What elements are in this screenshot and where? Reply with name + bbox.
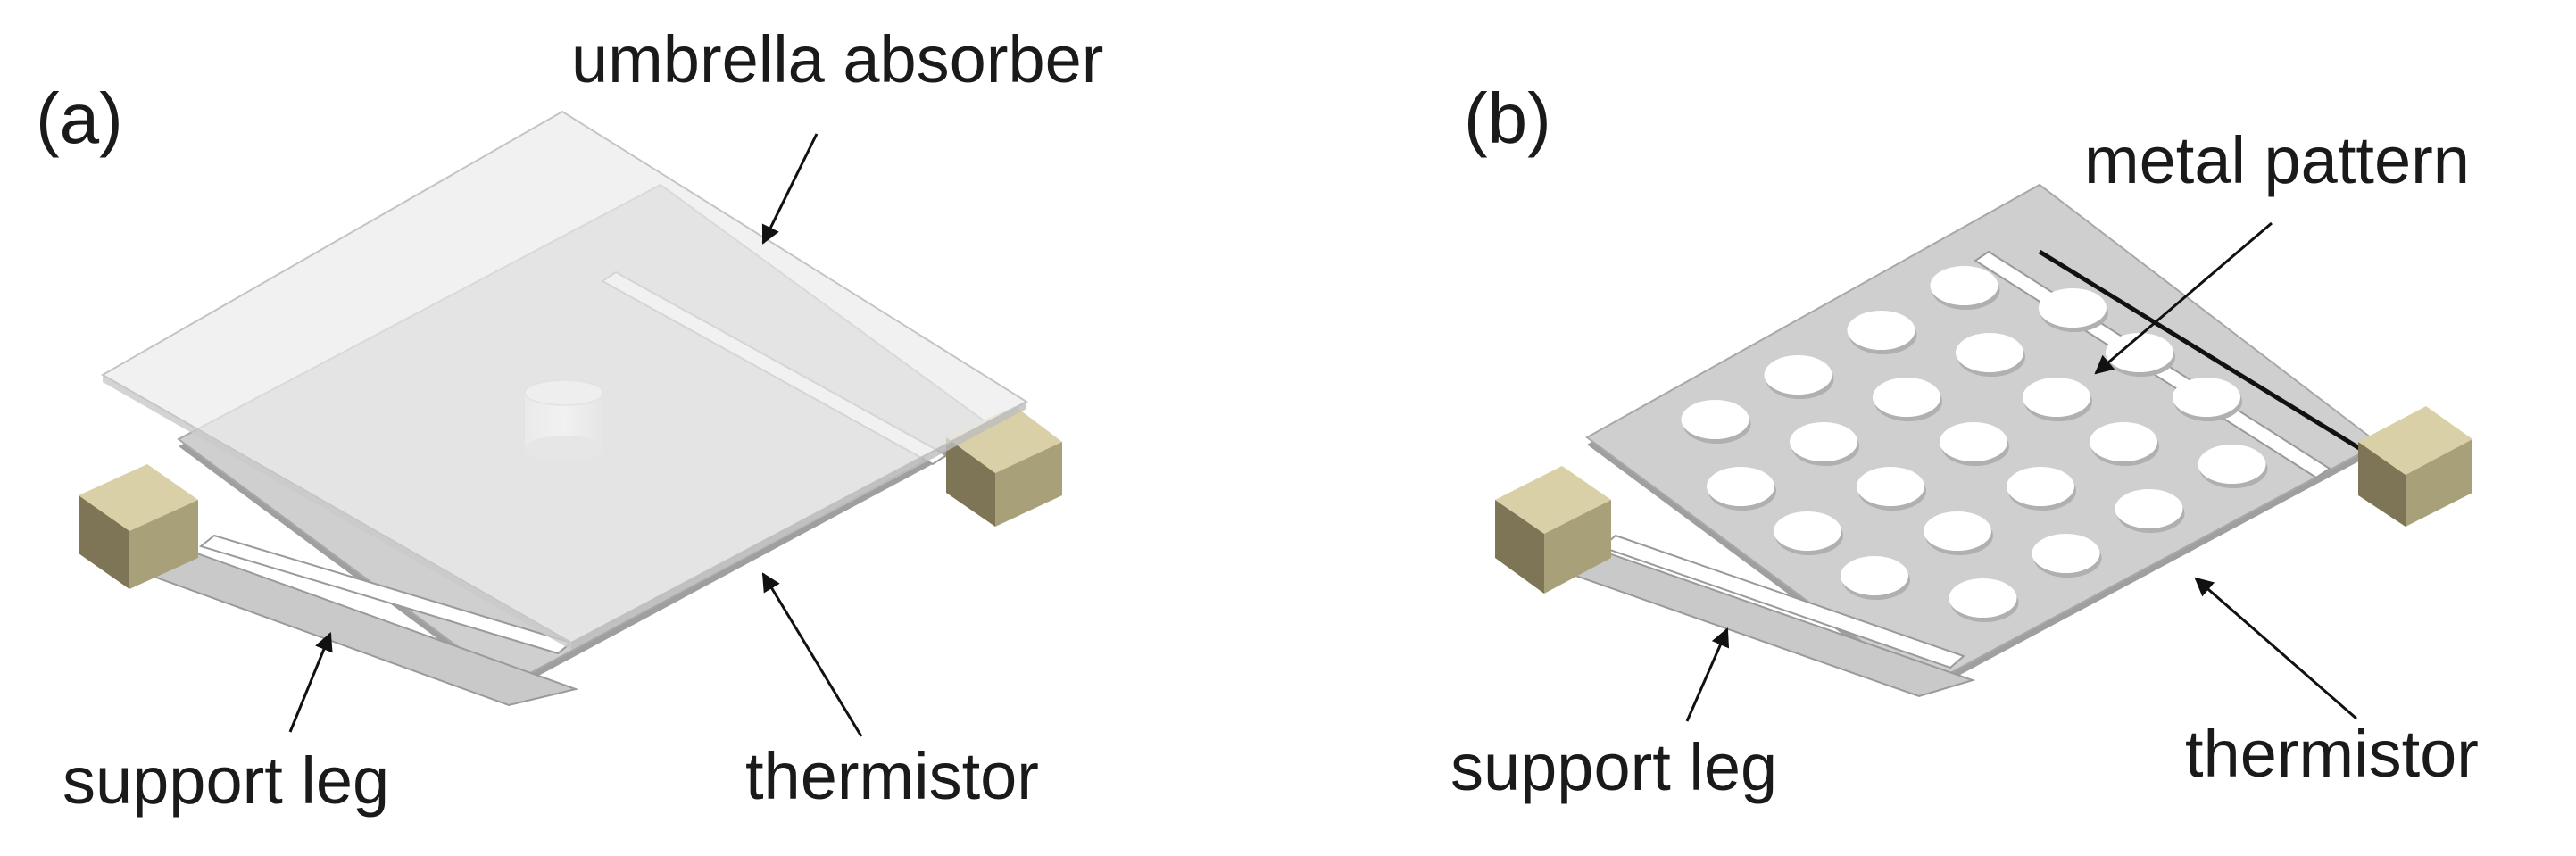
- metal-disc: [1790, 422, 1857, 461]
- panel-b-label: (b): [1464, 79, 1551, 158]
- panel-b-thermistor-arrow: [2194, 577, 2357, 720]
- metal-disc: [1841, 556, 1908, 595]
- metal-disc: [1774, 511, 1841, 551]
- panel-a-support-leg-arrow: [288, 632, 333, 733]
- panel-b-right-contact: [2358, 406, 2472, 527]
- panel-b-support-leg-label: support leg: [1450, 730, 1777, 804]
- metal-disc: [1681, 400, 1749, 439]
- panel-b-metal-pattern-label: metal pattern: [2084, 123, 2470, 197]
- panel-a-thermistor-label: thermistor: [745, 739, 1039, 813]
- panel-b-thermistor-label: thermistor: [2185, 717, 2479, 791]
- panel-b-support-leg-arrow: [1685, 627, 1730, 722]
- metal-disc: [2090, 422, 2157, 461]
- panel-a-umbrella-absorber: [100, 110, 1029, 650]
- metal-disc: [1924, 511, 1991, 551]
- panel-a-label: (a): [36, 79, 123, 158]
- metal-disc: [2039, 288, 2107, 328]
- metal-disc: [2007, 467, 2074, 506]
- metal-disc: [2106, 333, 2173, 372]
- panel-a-support-leg-label: support leg: [62, 744, 389, 818]
- metal-disc: [1956, 333, 2023, 372]
- metal-disc: [2198, 445, 2266, 484]
- metal-disc: [2173, 378, 2240, 417]
- metal-disc: [2115, 489, 2183, 528]
- metal-disc: [2032, 534, 2100, 573]
- panel-a-umbrella-absorber-label: umbrella absorber: [571, 22, 1103, 96]
- panel-a-umbrella-absorber-arrow: [761, 133, 819, 245]
- metal-disc: [1930, 266, 1998, 305]
- panel-a-left-contact: [79, 464, 198, 589]
- metal-disc: [1764, 355, 1832, 395]
- panel-b-metal-pattern-arrow: [2094, 221, 2273, 375]
- metal-disc: [1949, 578, 2017, 618]
- panel-b: (b) metal pattern: [1450, 79, 2479, 804]
- panel-b-metal-pattern: [1681, 266, 2268, 622]
- panel-a-thermistor-arrow: [761, 572, 863, 737]
- panel-a-right-contact: [946, 406, 1062, 527]
- metal-disc: [1847, 311, 1915, 350]
- metal-disc: [2023, 378, 2090, 417]
- metal-disc: [1857, 467, 1924, 506]
- panel-b-left-contact: [1495, 466, 1611, 594]
- metal-disc: [1873, 378, 1940, 417]
- metal-disc: [1940, 422, 2007, 461]
- metal-disc: [1707, 467, 1774, 506]
- panel-a: (a): [36, 22, 1103, 818]
